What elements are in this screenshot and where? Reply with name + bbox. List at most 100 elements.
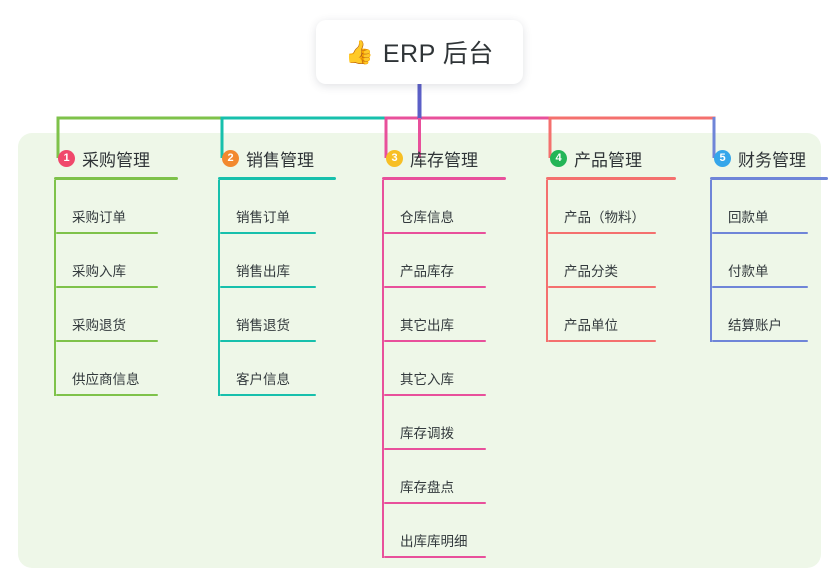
branch-item[interactable]: 库存盘点 <box>384 450 506 504</box>
branch-spine-line <box>382 180 384 558</box>
branch-item-label: 产品（物料） <box>564 210 645 225</box>
root-node[interactable]: 👍 ERP 后台 <box>316 20 523 84</box>
branch-item-label: 其它入库 <box>400 372 454 387</box>
branch-item-label: 客户信息 <box>236 372 290 387</box>
branch-column-财务管理: 5 财务管理回款单付款单结算账户 <box>692 144 828 342</box>
branch-item-label: 供应商信息 <box>72 372 140 387</box>
branch-item-underline <box>384 502 486 504</box>
branch-column-库存管理: 3 库存管理仓库信息产品库存其它出库其它入库库存调拨库存盘点出库库明细 <box>364 144 506 558</box>
branch-item-underline <box>548 286 656 288</box>
branch-item-underline <box>384 340 486 342</box>
branch-title-label: 采购管理 <box>82 150 150 170</box>
branch-spine-line <box>54 180 56 396</box>
branch-item[interactable]: 结算账户 <box>712 288 828 342</box>
branch-item[interactable]: 仓库信息 <box>384 180 506 234</box>
branch-item-underline <box>220 232 316 234</box>
branch-item-underline <box>384 556 486 558</box>
branch-item-underline <box>220 394 316 396</box>
branch-header-underline <box>54 177 178 180</box>
branch-index-badge: 1 <box>58 149 75 167</box>
branch-item-underline <box>384 232 486 234</box>
branch-item[interactable]: 销售退货 <box>220 288 336 342</box>
branch-header-underline <box>546 177 676 180</box>
branch-item-underline <box>56 394 158 396</box>
branch-index-badge: 3 <box>386 149 403 167</box>
branch-item[interactable]: 采购订单 <box>56 180 178 234</box>
branch-item[interactable]: 采购入库 <box>56 234 178 288</box>
branch-spine-line <box>546 180 548 342</box>
branch-header-underline <box>710 177 828 180</box>
branch-item[interactable]: 其它入库 <box>384 342 506 396</box>
branch-item-underline <box>712 340 808 342</box>
root-node-label: ERP 后台 <box>382 40 494 68</box>
branch-item-underline <box>712 286 808 288</box>
branch-item[interactable]: 付款单 <box>712 234 828 288</box>
branch-header-销售管理[interactable]: 2 销售管理 <box>200 144 336 172</box>
branch-item-label: 销售出库 <box>236 264 290 279</box>
branch-item[interactable]: 出库库明细 <box>384 504 506 558</box>
branch-item-underline <box>56 340 158 342</box>
branch-item-underline <box>220 340 316 342</box>
branch-item-label: 采购入库 <box>72 264 126 279</box>
branch-column-销售管理: 2 销售管理销售订单销售出库销售退货客户信息 <box>200 144 336 396</box>
branch-item-label: 销售退货 <box>236 318 290 333</box>
branch-header-underline <box>218 177 336 180</box>
branch-item-label: 仓库信息 <box>400 210 454 225</box>
branch-item-label: 采购订单 <box>72 210 126 225</box>
branch-item[interactable]: 回款单 <box>712 180 828 234</box>
branch-item-label: 产品单位 <box>564 318 618 333</box>
branch-item-underline <box>384 286 486 288</box>
branch-index-badge: 4 <box>550 149 567 167</box>
branch-item-underline <box>548 340 656 342</box>
branch-item-label: 其它出库 <box>400 318 454 333</box>
thumbs-up-icon: 👍 <box>345 38 374 65</box>
branch-item-label: 库存盘点 <box>400 480 454 495</box>
branch-header-产品管理[interactable]: 4 产品管理 <box>528 144 676 172</box>
branch-header-underline <box>382 177 506 180</box>
branch-title-label: 销售管理 <box>246 150 314 170</box>
branch-item[interactable]: 供应商信息 <box>56 342 178 396</box>
branch-item[interactable]: 库存调拨 <box>384 396 506 450</box>
branch-spine-line <box>710 180 712 342</box>
branch-spine-line <box>218 180 220 396</box>
branch-item-label: 回款单 <box>728 210 769 225</box>
branch-item-list: 销售订单销售出库销售退货客户信息 <box>218 180 336 396</box>
branch-title-label: 产品管理 <box>574 150 642 170</box>
branch-title-label: 库存管理 <box>410 150 478 170</box>
branch-item-label: 出库库明细 <box>400 534 468 549</box>
branch-item-underline <box>384 448 486 450</box>
branch-item[interactable]: 客户信息 <box>220 342 336 396</box>
branch-item[interactable]: 其它出库 <box>384 288 506 342</box>
branch-item-list: 采购订单采购入库采购退货供应商信息 <box>54 180 178 396</box>
branch-item-list: 仓库信息产品库存其它出库其它入库库存调拨库存盘点出库库明细 <box>382 180 506 558</box>
branch-item[interactable]: 销售出库 <box>220 234 336 288</box>
branch-item-label: 产品库存 <box>400 264 454 279</box>
branch-item[interactable]: 销售订单 <box>220 180 336 234</box>
branch-column-产品管理: 4 产品管理产品（物料） 产品分类产品单位 <box>528 144 676 342</box>
branch-index-badge: 5 <box>714 149 731 167</box>
branch-item[interactable]: 产品（物料） <box>548 180 676 234</box>
branch-item-label: 产品分类 <box>564 264 618 279</box>
branch-title-label: 财务管理 <box>738 150 806 170</box>
diagram-canvas-panel <box>18 133 821 568</box>
branch-item[interactable]: 产品库存 <box>384 234 506 288</box>
branch-item-label: 库存调拨 <box>400 426 454 441</box>
branch-header-采购管理[interactable]: 1 采购管理 <box>36 144 178 172</box>
branch-item-underline <box>384 394 486 396</box>
branch-item-underline <box>548 232 656 234</box>
branch-column-采购管理: 1 采购管理采购订单采购入库采购退货供应商信息 <box>36 144 178 396</box>
branch-item-list: 回款单付款单结算账户 <box>710 180 828 342</box>
branch-item-label: 销售订单 <box>236 210 290 225</box>
branch-item-label: 采购退货 <box>72 318 126 333</box>
branch-item-underline <box>56 286 158 288</box>
branch-item[interactable]: 产品分类 <box>548 234 676 288</box>
branch-header-库存管理[interactable]: 3 库存管理 <box>364 144 506 172</box>
branch-item-underline <box>220 286 316 288</box>
branch-item-list: 产品（物料） 产品分类产品单位 <box>546 180 676 342</box>
branch-item[interactable]: 产品单位 <box>548 288 676 342</box>
branch-index-badge: 2 <box>222 149 239 167</box>
branch-item-label: 结算账户 <box>728 318 782 333</box>
branch-item[interactable]: 采购退货 <box>56 288 178 342</box>
branch-header-财务管理[interactable]: 5 财务管理 <box>692 144 828 172</box>
